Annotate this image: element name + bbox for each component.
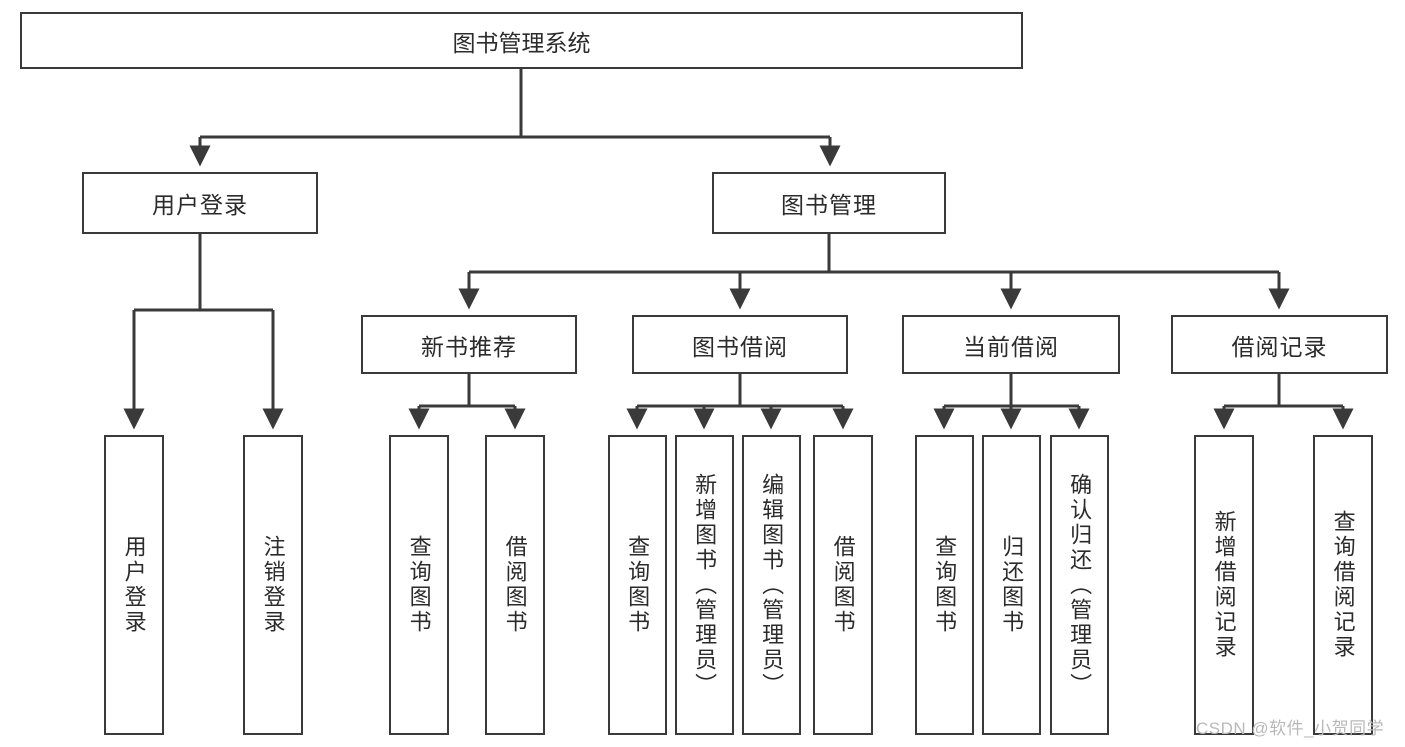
node-book-manage-label: 图书管理 [781,192,877,218]
node-leaf-add-record-label: 新增借阅记录 [1211,510,1237,660]
node-borrow-record-label: 借阅记录 [1231,333,1328,360]
node-leaf-query-record[interactable]: 查询借阅记录 [1313,435,1373,735]
node-book-borrow[interactable]: 图书借阅 [632,315,848,374]
node-root[interactable]: 图书管理系统 [20,12,1023,69]
node-leaf-query-book-3[interactable]: 查询图书 [915,435,974,735]
node-new-book-rec-label: 新书推荐 [421,333,517,360]
node-leaf-borrow-book-1[interactable]: 借阅图书 [485,435,545,735]
node-leaf-add-book-label: 新增图书（管理员） [692,472,718,698]
node-current-borrow-label: 当前借阅 [963,333,1059,360]
node-leaf-query-book-1-label: 查询图书 [406,535,432,635]
node-user-login-label: 用户登录 [152,192,248,218]
node-leaf-query-record-label: 查询借阅记录 [1330,510,1356,660]
node-leaf-add-book[interactable]: 新增图书（管理员） [675,435,734,735]
node-current-borrow[interactable]: 当前借阅 [902,315,1120,374]
node-new-book-rec[interactable]: 新书推荐 [361,315,577,374]
node-leaf-query-book-2[interactable]: 查询图书 [608,435,667,735]
node-book-borrow-label: 图书借阅 [692,333,788,360]
node-leaf-borrow-book-2[interactable]: 借阅图书 [813,435,873,735]
node-root-label: 图书管理系统 [452,29,591,56]
node-leaf-logout[interactable]: 注销登录 [243,435,303,735]
node-leaf-query-book-1[interactable]: 查询图书 [389,435,449,735]
node-leaf-return-book-label: 归还图书 [999,535,1025,635]
node-leaf-query-book-3-label: 查询图书 [932,535,958,635]
node-leaf-confirm-return[interactable]: 确认归还（管理员） [1050,435,1109,735]
node-leaf-edit-book-label: 编辑图书（管理员） [759,472,785,698]
node-leaf-confirm-return-label: 确认归还（管理员） [1067,472,1093,698]
node-user-login[interactable]: 用户登录 [82,172,318,234]
node-leaf-logout-label: 注销登录 [260,535,286,635]
node-leaf-return-book[interactable]: 归还图书 [982,435,1041,735]
node-leaf-add-record[interactable]: 新增借阅记录 [1194,435,1254,735]
node-leaf-edit-book[interactable]: 编辑图书（管理员） [742,435,801,735]
node-leaf-user-login-label: 用户登录 [121,535,147,635]
node-borrow-record[interactable]: 借阅记录 [1171,315,1388,374]
node-leaf-borrow-book-1-label: 借阅图书 [502,535,528,635]
node-leaf-user-login[interactable]: 用户登录 [104,435,164,735]
node-book-manage[interactable]: 图书管理 [712,172,946,234]
node-leaf-query-book-2-label: 查询图书 [625,535,651,635]
node-leaf-borrow-book-2-label: 借阅图书 [830,535,856,635]
